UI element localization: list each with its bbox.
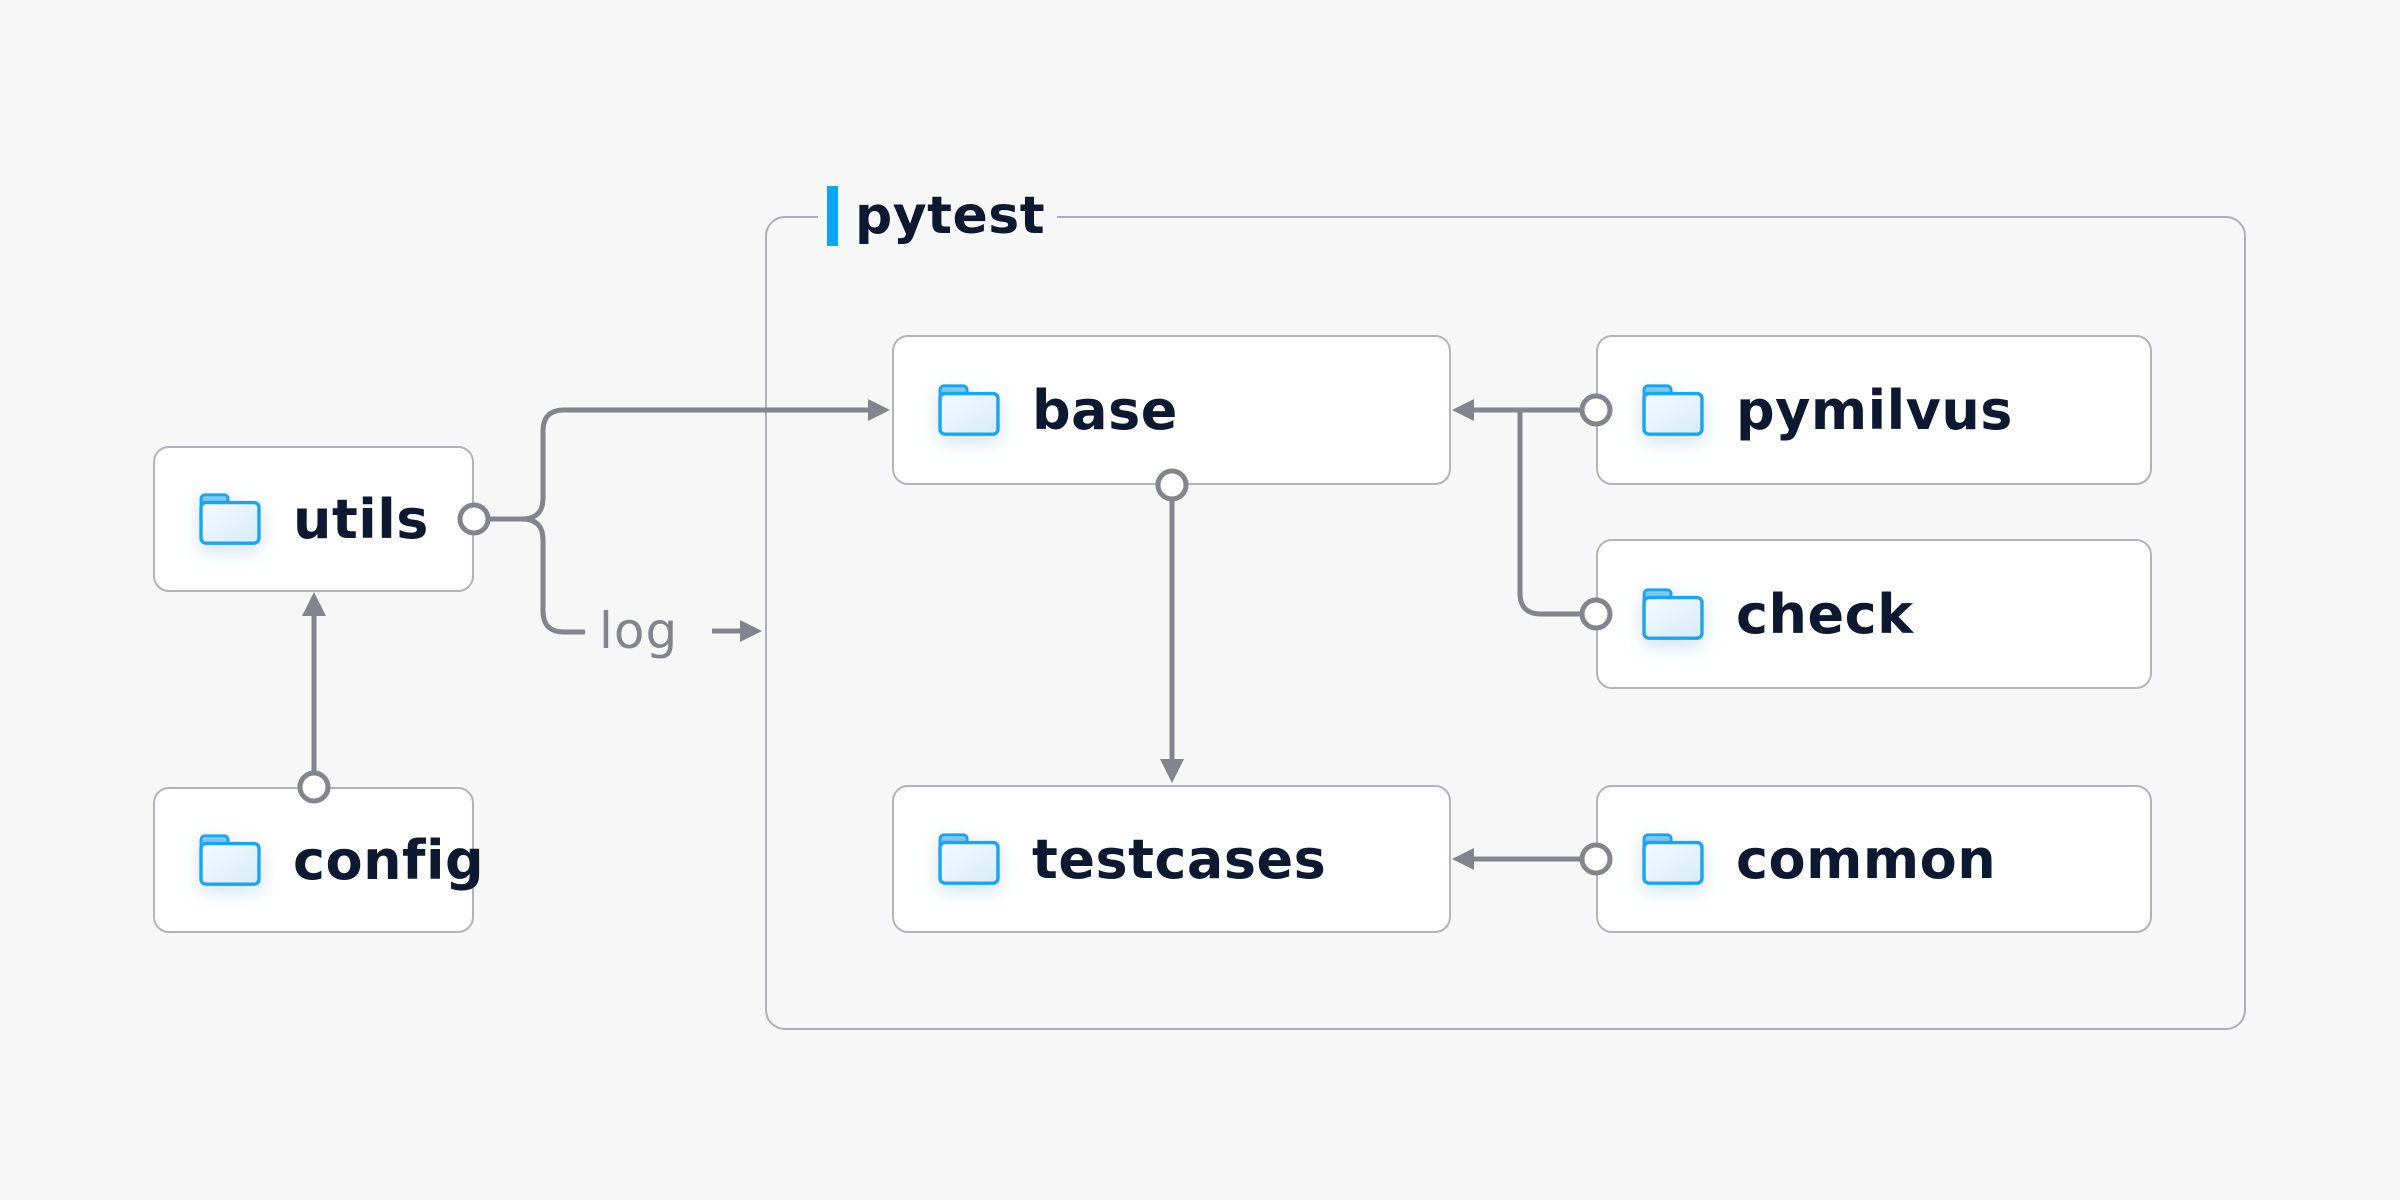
arrowhead-config-utils — [302, 592, 326, 616]
node-common-label: common — [1736, 827, 1997, 891]
pytest-group-label: pytest — [818, 185, 1058, 247]
group-title: pytest — [855, 186, 1046, 246]
node-config-label: config — [293, 828, 485, 892]
node-pymilvus-label: pymilvus — [1736, 378, 2013, 442]
node-check-label: check — [1736, 582, 1914, 646]
edge-label-log: log — [599, 602, 679, 660]
folder-icon — [938, 384, 1000, 436]
folder-icon — [1642, 384, 1704, 436]
node-testcases-label: testcases — [1032, 827, 1327, 891]
node-check: check — [1596, 539, 2152, 689]
accent-bar — [827, 186, 838, 246]
node-pymilvus: pymilvus — [1596, 335, 2152, 485]
node-utils: utils — [153, 446, 474, 592]
node-base-label: base — [1032, 378, 1178, 442]
node-testcases: testcases — [892, 785, 1451, 933]
folder-icon — [938, 833, 1000, 885]
folder-icon — [199, 834, 261, 886]
node-utils-label: utils — [293, 487, 429, 551]
arrowhead-log — [740, 620, 762, 642]
edge-utils-log — [521, 516, 585, 635]
node-config: config — [153, 787, 484, 933]
folder-icon — [199, 493, 261, 545]
folder-icon — [1642, 833, 1704, 885]
node-common: common — [1596, 785, 2152, 933]
node-base: base — [892, 335, 1451, 485]
folder-icon — [1642, 588, 1704, 640]
pytest-group-container — [765, 216, 2246, 1030]
